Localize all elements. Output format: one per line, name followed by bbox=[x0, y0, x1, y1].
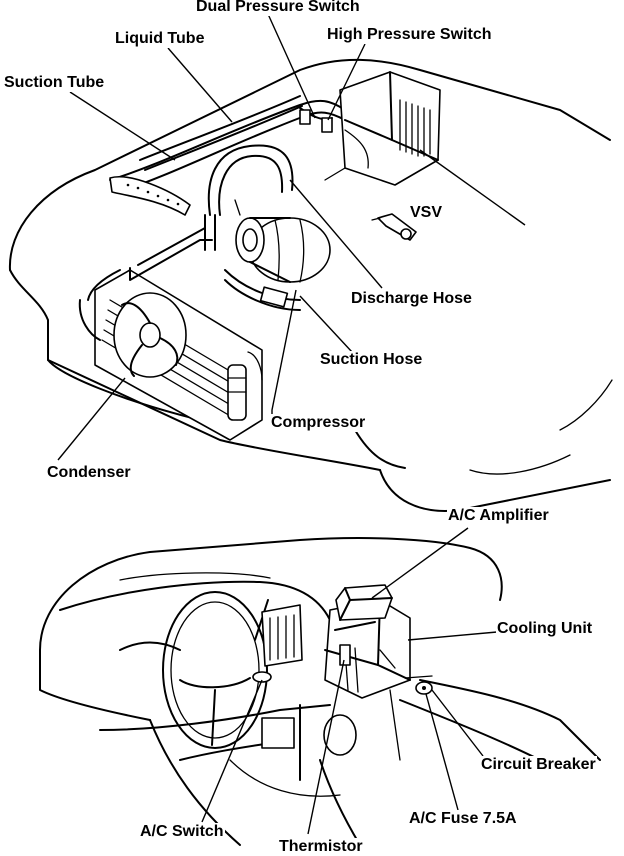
suction-hose-line bbox=[224, 269, 301, 301]
leader-thermistor bbox=[307, 659, 345, 835]
label-ac-switch: A/C Switch bbox=[139, 823, 225, 841]
engine-compartment-illustration bbox=[8, 58, 613, 512]
dashboard-outline bbox=[39, 537, 503, 651]
leader-dual-pressure-switch bbox=[267, 13, 316, 119]
leader-ac-switch bbox=[201, 679, 263, 823]
label-condenser: Condenser bbox=[46, 464, 132, 482]
label-cooling-unit: Cooling Unit bbox=[496, 620, 594, 638]
leader-high-pressure-switch bbox=[327, 43, 366, 121]
label-compressor: Compressor bbox=[270, 414, 367, 432]
label-high-pressure-switch: High Pressure Switch bbox=[326, 26, 493, 44]
leader-compressor bbox=[271, 289, 298, 431]
cooling-unit-body bbox=[324, 599, 411, 699]
leader-circuit-breaker bbox=[431, 689, 484, 757]
leader-vsv-line bbox=[419, 149, 526, 226]
label-circuit-breaker: Circuit Breaker bbox=[480, 756, 597, 774]
suction-tube-line bbox=[109, 99, 346, 181]
steering-wheel bbox=[162, 591, 272, 749]
leader-suction-tube bbox=[69, 91, 176, 161]
leader-liquid-tube bbox=[167, 47, 233, 123]
leader-cooling-unit bbox=[407, 631, 498, 641]
vehicle-body-outline bbox=[8, 58, 611, 271]
label-discharge-hose: Discharge Hose bbox=[350, 290, 473, 308]
label-ac-amplifier: A/C Amplifier bbox=[447, 507, 550, 525]
label-suction-hose: Suction Hose bbox=[319, 351, 424, 369]
dashboard-illustration bbox=[39, 537, 601, 846]
compressor-body bbox=[234, 199, 331, 283]
liquid-tube-line bbox=[139, 95, 301, 161]
discharge-hose-line bbox=[207, 144, 294, 216]
label-dual-pressure-switch: Dual Pressure Switch bbox=[195, 0, 361, 16]
label-ac-fuse: A/C Fuse 7.5A bbox=[408, 810, 518, 828]
leader-ac-fuse bbox=[425, 693, 459, 811]
leader-discharge-hose bbox=[289, 179, 383, 289]
label-vsv: VSV bbox=[409, 204, 444, 222]
label-liquid-tube: Liquid Tube bbox=[114, 30, 206, 48]
leader-condenser bbox=[57, 377, 126, 461]
label-thermistor: Thermistor bbox=[278, 838, 364, 856]
vsv-component bbox=[371, 213, 417, 241]
leader-ac-amplifier bbox=[371, 527, 469, 599]
leader-lines bbox=[57, 13, 526, 835]
leader-suction-hose bbox=[299, 295, 353, 353]
label-suction-tube: Suction Tube bbox=[3, 74, 106, 92]
